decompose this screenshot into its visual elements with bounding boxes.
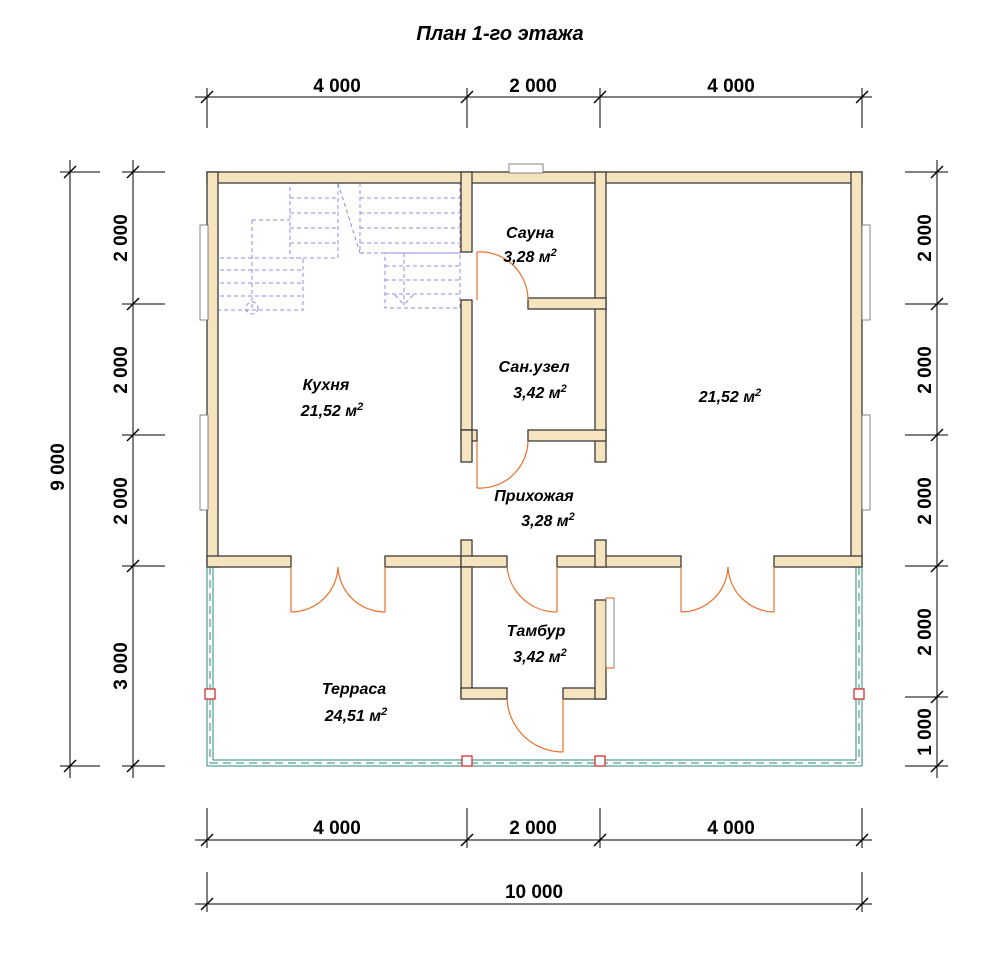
room-kitchen-area: 21,52 м (300, 403, 357, 420)
room-living: 21,52 м2 (698, 387, 761, 406)
room-bathroom: Сан.узел 3,42 м2 (498, 359, 569, 402)
bottom-dimension-line: 4 000 2 000 4 000 (195, 808, 872, 848)
top-dim-2: 2 000 (509, 76, 557, 97)
room-bathroom-name: Сан.узел (498, 359, 569, 376)
area-superscript: 2 (568, 511, 575, 523)
left-dim-1: 2 000 (111, 214, 132, 262)
area-superscript: 2 (356, 401, 363, 413)
terrace-post (853, 688, 865, 700)
room-terrace-area: 24,51 м (324, 708, 381, 725)
area-superscript: 2 (560, 647, 567, 659)
room-sauna-name: Сауна (506, 225, 554, 242)
room-terrace-name: Терраса (322, 681, 386, 698)
left-total-dimension-line: 9 000 (48, 160, 100, 778)
svg-text:3,42 м2: 3,42 м2 (513, 383, 567, 402)
room-vestibule-name: Тамбур (507, 623, 566, 640)
area-superscript: 2 (550, 247, 557, 259)
right-dim-1: 2 000 (915, 214, 936, 262)
walls (206, 171, 863, 700)
room-hall: Прихожая 3,28 м2 (494, 488, 574, 530)
bottom-dim-3: 4 000 (707, 818, 755, 839)
area-superscript: 2 (754, 387, 761, 399)
room-kitchen: Кухня 21,52 м2 (300, 377, 363, 420)
plan-title: План 1-го этажа (416, 23, 583, 45)
room-vestibule: Тамбур 3,42 м2 (507, 623, 567, 666)
right-dimension-line: 2 000 2 000 2 000 2 000 1 000 (905, 160, 948, 778)
left-total-dim: 9 000 (48, 443, 69, 491)
bottom-dim-1: 4 000 (313, 818, 361, 839)
left-dim-3: 2 000 (111, 477, 132, 525)
room-terrace: Терраса 24,51 м2 (322, 681, 387, 725)
total-width-dimension-line: 10 000 (195, 872, 872, 912)
room-hall-name: Прихожая (494, 488, 574, 505)
area-superscript: 2 (560, 383, 567, 395)
svg-text:3,42 м2: 3,42 м2 (513, 647, 567, 666)
bottom-dim-2: 2 000 (509, 818, 557, 839)
svg-text:3,28 м2: 3,28 м2 (521, 511, 575, 530)
room-hall-area: 3,28 м (521, 513, 569, 530)
area-superscript: 2 (380, 706, 387, 718)
left-dim-4: 3 000 (111, 642, 132, 690)
staircase (212, 182, 461, 315)
room-sauna: Сауна 3,28 м2 (503, 225, 557, 266)
terrace-post (461, 755, 473, 767)
doors (290, 251, 775, 753)
top-dimension-line: 4 000 2 000 4 000 (195, 76, 872, 128)
svg-text:21,52 м2: 21,52 м2 (698, 387, 761, 406)
top-dim-1: 4 000 (313, 76, 361, 97)
right-dim-3: 2 000 (915, 477, 936, 525)
room-kitchen-name: Кухня (303, 377, 350, 394)
svg-text:24,51 м2: 24,51 м2 (324, 706, 387, 725)
room-sauna-area: 3,28 м (503, 249, 551, 266)
right-dim-4: 2 000 (915, 608, 936, 656)
total-width-dim: 10 000 (505, 882, 563, 903)
svg-text:3,28 м2: 3,28 м2 (503, 247, 557, 266)
room-bathroom-area: 3,42 м (513, 385, 561, 402)
right-dim-5: 1 000 (915, 708, 936, 756)
right-dim-2: 2 000 (915, 346, 936, 394)
left-dim-2: 2 000 (111, 346, 132, 394)
terrace-post (594, 755, 606, 767)
terrace-post (204, 688, 216, 700)
room-living-area: 21,52 м (698, 389, 755, 406)
top-dim-3: 4 000 (707, 76, 755, 97)
svg-text:21,52 м2: 21,52 м2 (300, 401, 363, 420)
left-inner-dimension-line: 2 000 2 000 2 000 3 000 (111, 160, 165, 778)
room-vestibule-area: 3,42 м (513, 649, 561, 666)
terrace-railing (204, 567, 865, 767)
